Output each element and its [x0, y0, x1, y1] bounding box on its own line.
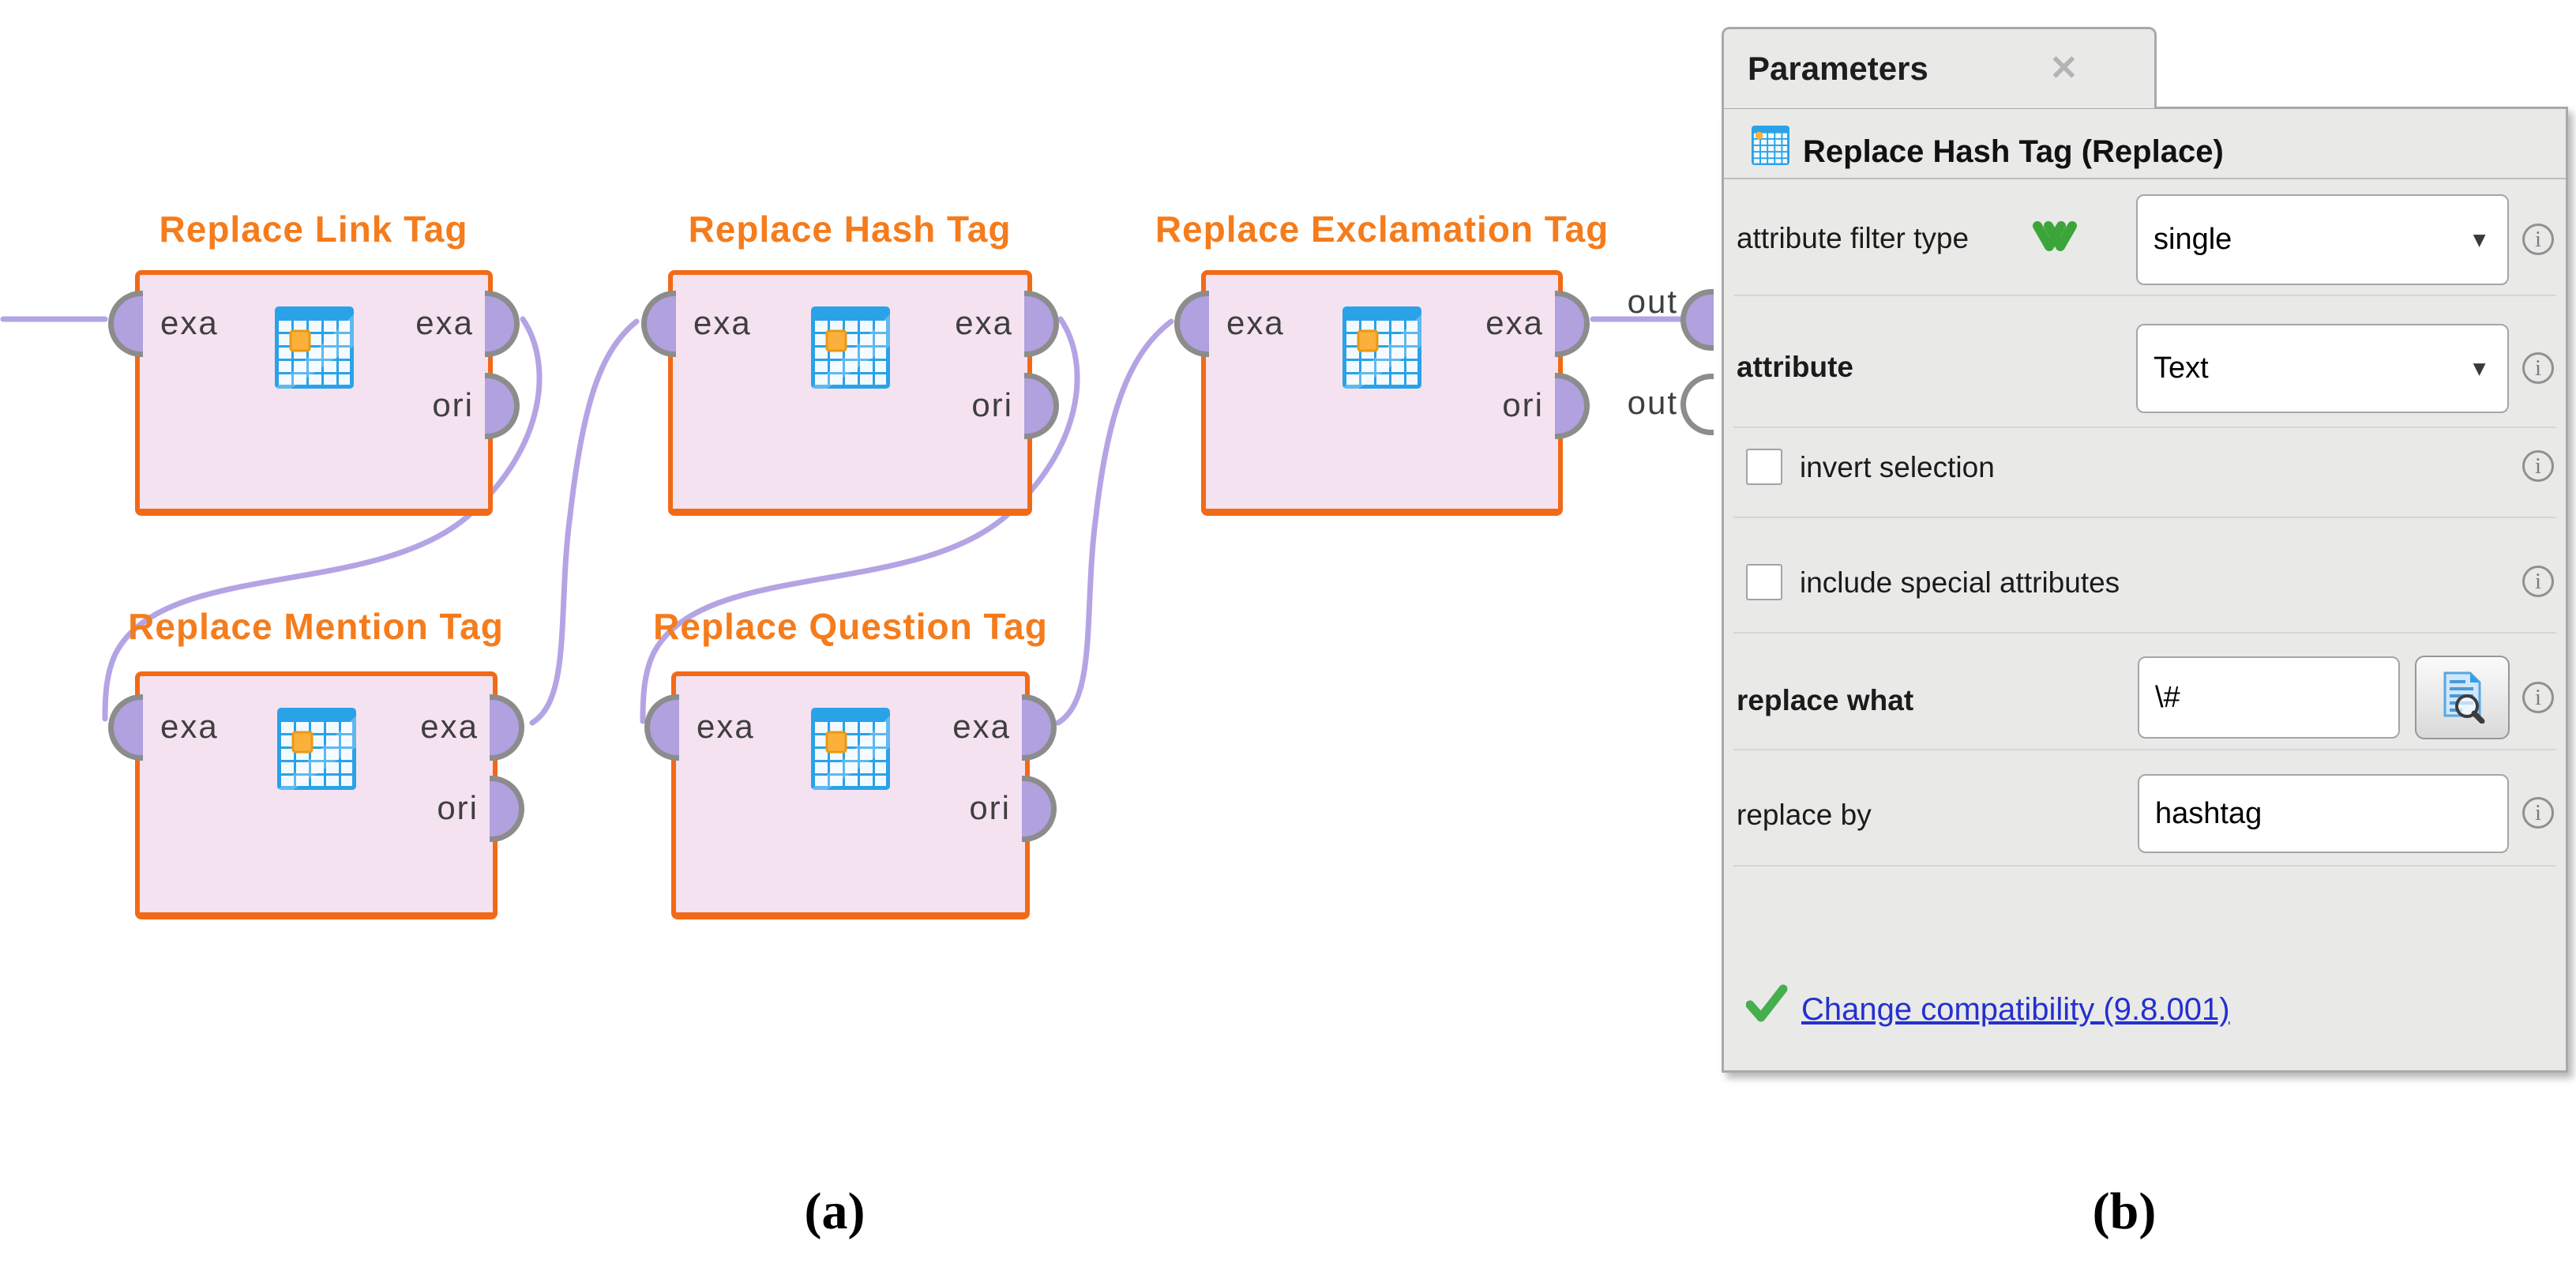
port-label-ori: ori [1502, 386, 1544, 423]
regex-document-magnifier-icon [2443, 671, 2485, 724]
attribute-dropdown[interactable]: Text ▼ [2136, 324, 2509, 413]
operator-title: Replace Hash Tag [688, 209, 1012, 250]
port-label-exa-in: exa [160, 304, 219, 341]
operator-replace-mention-tag[interactable]: exa exa ori [108, 671, 524, 919]
process-output-label: out [1627, 283, 1678, 320]
port-label-ori: ori [437, 789, 479, 826]
port-label-exa-out: exa [415, 304, 474, 341]
table-grid-icon [811, 708, 890, 790]
parameters-tab[interactable]: Parameters ✕ [1722, 27, 2157, 108]
operator-replace-exclamation-tag[interactable]: exa exa ori [1174, 270, 1590, 516]
info-icon[interactable]: i [2522, 352, 2554, 384]
caption-a: (a) [804, 1182, 866, 1240]
parameters-tab-title: Parameters [1748, 50, 1928, 87]
dropdown-value: single [2154, 223, 2232, 256]
port-label-exa-in: exa [160, 708, 219, 745]
port-label-ori: ori [971, 386, 1013, 423]
divider [1733, 632, 2556, 634]
divider [1733, 427, 2556, 428]
operator-title: Replace Exclamation Tag [1155, 209, 1609, 250]
port-label-ori: ori [969, 789, 1011, 826]
invert-selection-checkbox[interactable] [1746, 449, 1782, 485]
input-value: \# [2155, 680, 2180, 714]
change-compatibility-link[interactable]: Change compatibility (9.8.001) [1801, 992, 2230, 1027]
divider [1733, 865, 2556, 867]
operator-replace-link-tag[interactable]: exa exa ori [108, 270, 520, 516]
port-label-exa-out: exa [420, 708, 479, 745]
port-label-exa-in: exa [697, 708, 755, 745]
divider [1724, 178, 2566, 179]
close-icon[interactable]: ✕ [2049, 49, 2078, 88]
table-grid-icon [276, 708, 356, 790]
wire-question-to-exclamation[interactable] [1055, 318, 1174, 726]
table-grid-icon [1342, 306, 1421, 389]
param-label-invert-selection: invert selection [1800, 451, 1995, 483]
edit-regex-button[interactable] [2415, 656, 2510, 739]
operator-title: Replace Question Tag [653, 606, 1048, 647]
wire-mention-to-hash[interactable] [529, 318, 640, 726]
param-label-replace-what: replace what [1737, 684, 1914, 716]
caret-down-icon[interactable]: ▼ [2469, 227, 2490, 251]
input-value: hashtag [2155, 796, 2262, 830]
include-special-attributes-checkbox[interactable] [1746, 564, 1782, 600]
divider [1733, 517, 2556, 518]
info-icon[interactable]: i [2522, 450, 2554, 482]
param-label-replace-by: replace by [1737, 799, 1872, 831]
operator-replace-question-tag[interactable]: exa exa ori [644, 671, 1057, 919]
param-label-attribute: attribute [1737, 351, 1853, 383]
param-label-include-special-attributes: include special attributes [1800, 566, 2120, 599]
divider [1733, 749, 2556, 750]
port-label-exa-out: exa [952, 708, 1011, 745]
port-label-ori: ori [432, 386, 474, 423]
replace-what-input[interactable]: \# [2138, 656, 2400, 739]
wire-link-to-mention[interactable] [102, 316, 543, 722]
caret-down-icon[interactable]: ▼ [2469, 356, 2490, 380]
table-grid-icon [810, 306, 890, 389]
table-grid-icon [274, 306, 354, 389]
parameters-panel: Replace Hash Tag (Replace) attribute fil… [1722, 107, 2568, 1073]
port-label-exa-in: exa [1226, 304, 1285, 341]
selected-operator-title: Replace Hash Tag (Replace) [1803, 134, 2224, 169]
info-icon[interactable]: i [2522, 224, 2554, 255]
param-label-attribute-filter-type: attribute filter type [1737, 222, 1970, 254]
port-label-exa-out: exa [1485, 304, 1544, 341]
wire-hash-to-question[interactable] [640, 316, 1080, 724]
attribute-filter-type-dropdown[interactable]: single ▼ [2136, 194, 2509, 285]
connection-wires [0, 316, 1686, 726]
caption-b: (b) [2092, 1182, 2157, 1240]
operator-title: Replace Mention Tag [128, 606, 504, 647]
port-label-exa-out: exa [955, 304, 1013, 341]
dropdown-value: Text [2154, 352, 2209, 385]
info-icon[interactable]: i [2522, 566, 2554, 597]
operator-replace-hash-tag[interactable]: exa exa ori [641, 270, 1059, 516]
divider [1733, 295, 2556, 296]
operator-title: Replace Link Tag [159, 209, 468, 250]
process-output-label: out [1627, 384, 1678, 421]
replace-by-input[interactable]: hashtag [2138, 774, 2509, 853]
green-check-icon [1746, 984, 1788, 1022]
info-icon[interactable]: i [2522, 797, 2554, 829]
table-grid-icon [1752, 126, 1789, 165]
port-label-exa-in: exa [693, 304, 752, 341]
changed-indicator-icon [2033, 221, 2077, 251]
info-icon[interactable]: i [2522, 682, 2554, 713]
